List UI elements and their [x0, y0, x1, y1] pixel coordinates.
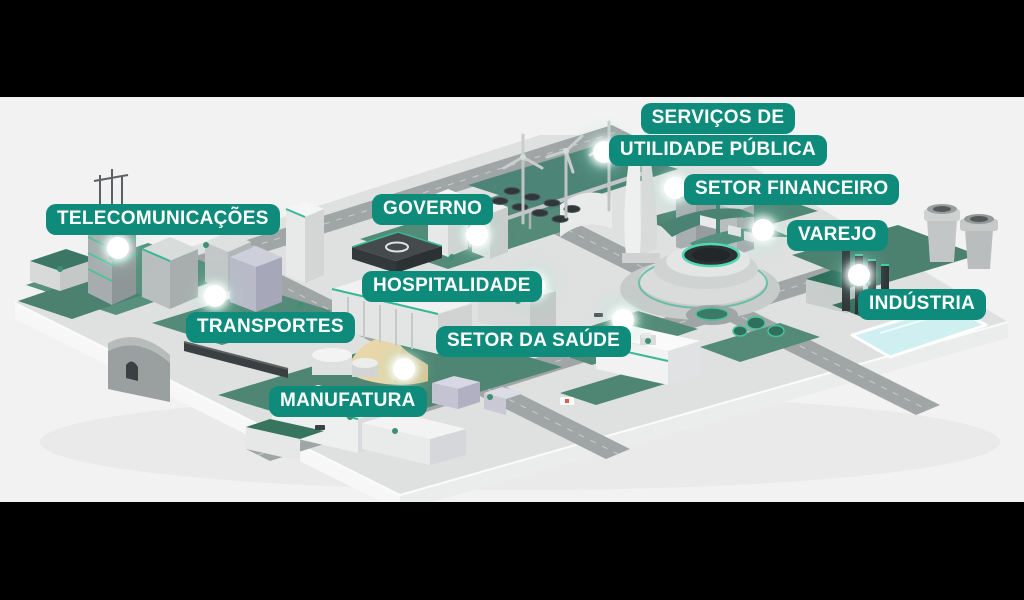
monument-tower [624, 152, 642, 255]
hotspot-industria[interactable] [848, 264, 870, 286]
hotspot-setor-da-saude[interactable] [612, 309, 634, 331]
round-arena [620, 242, 780, 320]
treatment-tanks [686, 305, 785, 338]
train [184, 342, 288, 378]
industry-plant [806, 204, 998, 359]
hotspot-governo[interactable] [466, 224, 488, 246]
letterbox-top [0, 0, 1024, 97]
label-hospitalidade[interactable]: HOSPITALIDADE [362, 271, 542, 302]
helipad-icon [385, 241, 409, 253]
label-governo[interactable]: GOVERNO [372, 194, 494, 225]
label-utilidade-publica[interactable]: SERVIÇOS DE UTILIDADE PÚBLICA [608, 103, 828, 166]
label-utilidade-publica-line1[interactable]: SERVIÇOS DE [640, 103, 796, 134]
letterbox-bottom [0, 502, 1024, 600]
cooling-towers [924, 204, 998, 269]
label-transportes[interactable]: TRANSPORTES [186, 312, 355, 343]
hotspot-transportes[interactable] [204, 285, 226, 307]
label-varejo[interactable]: VAREJO [787, 220, 888, 251]
hotspot-manufatura[interactable] [393, 358, 415, 380]
hotspot-varejo[interactable] [752, 219, 774, 241]
label-setor-financeiro[interactable]: SETOR FINANCEIRO [684, 174, 900, 205]
hotspot-setor-financeiro[interactable] [664, 177, 686, 199]
label-telecomunicacoes[interactable]: TELECOMUNICAÇÕES [46, 204, 280, 235]
hotspot-telecomunicacoes[interactable] [107, 237, 129, 259]
midtown-buildings [230, 201, 324, 312]
label-manufatura[interactable]: MANUFATURA [269, 386, 427, 417]
label-setor-da-saude[interactable]: SETOR DA SAÚDE [436, 326, 632, 357]
smart-city-canvas: TELECOMUNICAÇÕES TRANSPORTES MANUFATURA … [0, 97, 1024, 502]
sector-hotspots: TELECOMUNICAÇÕES TRANSPORTES MANUFATURA … [0, 97, 1024, 502]
transport-depot [108, 337, 289, 402]
label-utilidade-publica-line2[interactable]: UTILIDADE PÚBLICA [608, 135, 828, 166]
antenna-mast-icon [93, 169, 129, 204]
label-industria[interactable]: INDÚSTRIA [858, 289, 987, 320]
